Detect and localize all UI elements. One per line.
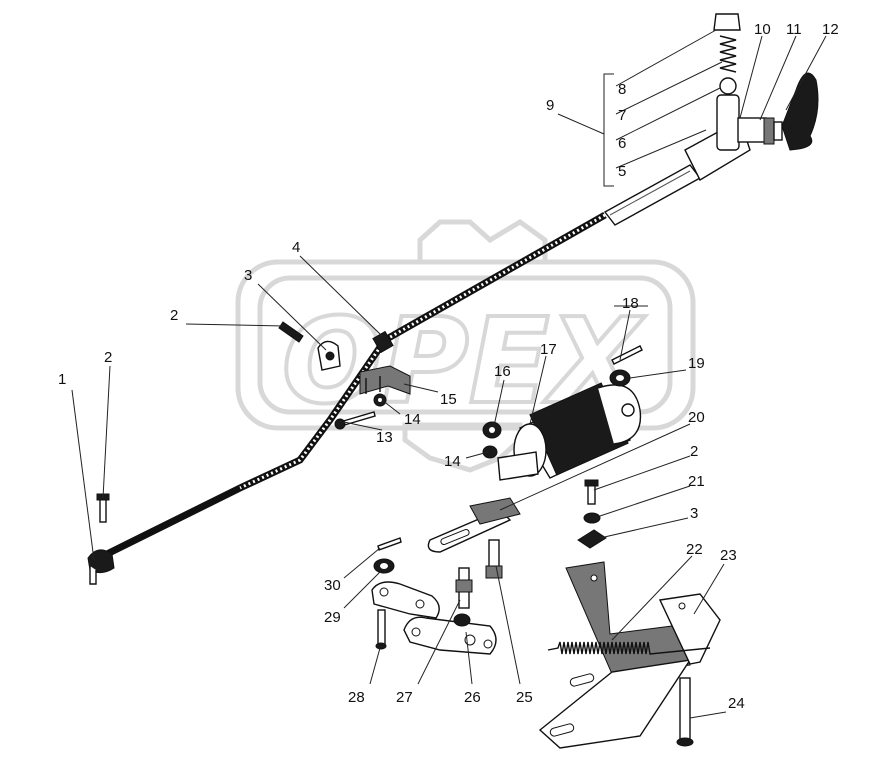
pin-part-18 (611, 345, 643, 365)
actuator-part-17 (497, 382, 642, 481)
callout-4: 4 (292, 239, 300, 256)
callout-15: 15 (440, 391, 457, 408)
callout-14a: 14 (404, 411, 421, 428)
callout-labels: 1 2 2 2 3 3 4 5 6 7 8 9 10 11 12 13 14 1… (58, 21, 839, 712)
ferrule-part-4 (372, 330, 394, 354)
callout-1: 1 (58, 371, 66, 388)
callout-7: 7 (618, 107, 626, 124)
callout-30: 30 (324, 577, 341, 594)
ball-part-7 (719, 77, 737, 95)
bracket-part-15 (359, 365, 411, 395)
leader-lines (71, 29, 827, 719)
callout-20: 20 (688, 409, 705, 426)
spring-part-22 (547, 641, 711, 655)
callout-27: 27 (396, 689, 413, 706)
callout-28: 28 (348, 689, 365, 706)
callout-5: 5 (618, 163, 626, 180)
callout-13: 13 (376, 429, 393, 446)
clip-part-3b (577, 529, 607, 549)
bolt-part-24 (676, 677, 694, 747)
control-cable (103, 211, 607, 559)
callout-24: 24 (728, 695, 745, 712)
link-plate-part-26 (403, 616, 497, 655)
callout-23: 23 (720, 547, 737, 564)
nut-part-16 (482, 421, 502, 439)
callout-29: 29 (324, 609, 341, 626)
callout-2b: 2 (170, 307, 178, 324)
bolt-part-25 (485, 539, 503, 579)
callout-16: 16 (494, 363, 511, 380)
callout-3a: 3 (244, 267, 252, 284)
callout-10: 10 (754, 21, 771, 38)
callout-26: 26 (464, 689, 481, 706)
callout-22: 22 (686, 541, 703, 558)
callout-14b: 14 (444, 453, 461, 470)
handle-knob-part-12 (781, 72, 819, 151)
callout-18: 18 (622, 295, 639, 312)
stud-part-27 (455, 567, 473, 609)
callout-25: 25 (516, 689, 533, 706)
bracket-group-9 (603, 73, 614, 187)
pin-part-30 (377, 537, 402, 551)
washer-part-26b (453, 613, 471, 627)
tee-body-part-6 (716, 94, 767, 151)
washer-part-19 (609, 369, 631, 387)
plate-part-27b (371, 581, 440, 619)
washer-part-14b (482, 445, 498, 459)
screw-part-2a (96, 493, 110, 523)
spring-part-8 (719, 35, 737, 73)
callout-21: 21 (688, 473, 705, 490)
callout-8: 8 (618, 81, 626, 98)
washer-part-21 (583, 512, 601, 524)
plug-part-8-top (713, 13, 741, 31)
callout-9: 9 (546, 97, 554, 114)
callout-6: 6 (618, 135, 626, 152)
washer-part-29 (373, 558, 395, 574)
clamp-part-1 (87, 549, 115, 585)
bracket-part-23 (538, 561, 721, 749)
callout-2a: 2 (104, 349, 112, 366)
lever-part-20 (427, 497, 521, 553)
pin-part-28 (375, 609, 387, 650)
screw-part-2c (584, 479, 599, 505)
callout-17: 17 (540, 341, 557, 358)
nut-part-10 (763, 117, 775, 145)
washer-part-14a (373, 393, 387, 407)
callout-3b: 3 (690, 505, 698, 522)
callout-2c: 2 (690, 443, 698, 460)
callout-12: 12 (822, 21, 839, 38)
callout-11: 11 (786, 21, 802, 38)
nut-part-11 (773, 121, 783, 141)
callout-19: 19 (688, 355, 705, 372)
